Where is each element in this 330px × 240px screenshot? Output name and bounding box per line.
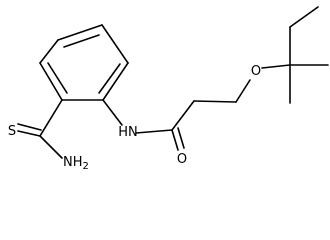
atom-label-ether-oxygen: O (251, 64, 261, 79)
bond-ring-thiocarbon (39, 99, 63, 137)
ring-bond (101, 24, 129, 64)
ring-double-bond (98, 63, 121, 94)
double-bond-co (171, 129, 179, 151)
bond-c-c (171, 100, 195, 131)
bond-cn-amine (39, 135, 63, 159)
bond-ring-nh (102, 99, 123, 126)
benzene-ring (39, 24, 129, 101)
ring-bond (39, 62, 63, 101)
double-bond-cs (17, 123, 42, 131)
ring-bond (57, 24, 103, 41)
atom-label-sulfur: S (8, 124, 16, 139)
double-bond-cs (17, 130, 41, 137)
ring-double-bond (47, 62, 68, 94)
bond-nh-carbonyl (135, 129, 173, 134)
tert-amyl-group (261, 6, 329, 104)
ring-bond (39, 39, 59, 64)
atom-label-carbonyl-oxygen: O (177, 152, 187, 167)
bond-c-oether (235, 79, 251, 103)
bond-oether-quaternary-c (261, 64, 291, 69)
atom-label-amine: NH2 (63, 155, 89, 172)
double-bond-co (177, 127, 185, 149)
ring-double-bond (63, 34, 100, 48)
thioamide-group (17, 99, 63, 159)
atom-labels: S NH2 HN O O (8, 64, 261, 172)
molecule-drawing: S NH2 HN O O (8, 6, 329, 172)
structure-diagram: S NH2 HN O O (7, 6, 329, 172)
bond-ethyl-terminal (289, 6, 319, 28)
amide-chain (102, 79, 251, 151)
bond-c-c (193, 100, 237, 103)
atom-label-amide-nh: HN (118, 125, 138, 140)
ring-bond (102, 62, 129, 101)
